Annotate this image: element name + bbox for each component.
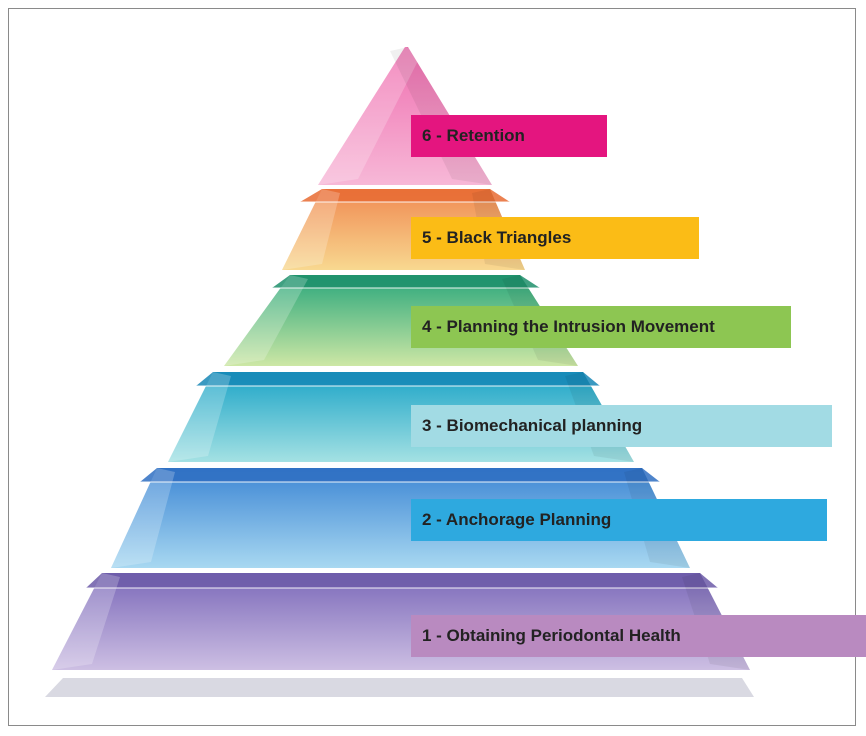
level-label-4: 4 - Planning the Intrusion Movement bbox=[411, 306, 791, 348]
tier-left-facet-6 bbox=[318, 47, 423, 185]
level-label-3: 3 - Biomechanical planning bbox=[411, 405, 832, 447]
level-label-5: 5 - Black Triangles bbox=[411, 217, 699, 259]
tier-left-facet-2 bbox=[111, 468, 175, 568]
level-label-6: 6 - Retention bbox=[411, 115, 607, 157]
tier-top-face-3 bbox=[196, 372, 600, 386]
tier-top-face-1 bbox=[86, 573, 718, 588]
tier-top-face-5 bbox=[300, 189, 510, 202]
tier-top-face-2 bbox=[140, 468, 660, 482]
tier-left-facet-3 bbox=[168, 372, 231, 462]
tier-left-facet-1 bbox=[52, 573, 120, 670]
tier-top-face-4 bbox=[272, 275, 540, 288]
pyramid-base-shadow bbox=[45, 678, 754, 697]
tier-left-facet-5 bbox=[282, 189, 340, 270]
level-label-2: 2 - Anchorage Planning bbox=[411, 499, 827, 541]
tier-body-2 bbox=[111, 468, 690, 568]
pyramid-tier-2 bbox=[111, 468, 690, 568]
tier-left-facet-4 bbox=[224, 275, 308, 366]
level-label-1: 1 - Obtaining Periodontal Health bbox=[411, 615, 866, 657]
